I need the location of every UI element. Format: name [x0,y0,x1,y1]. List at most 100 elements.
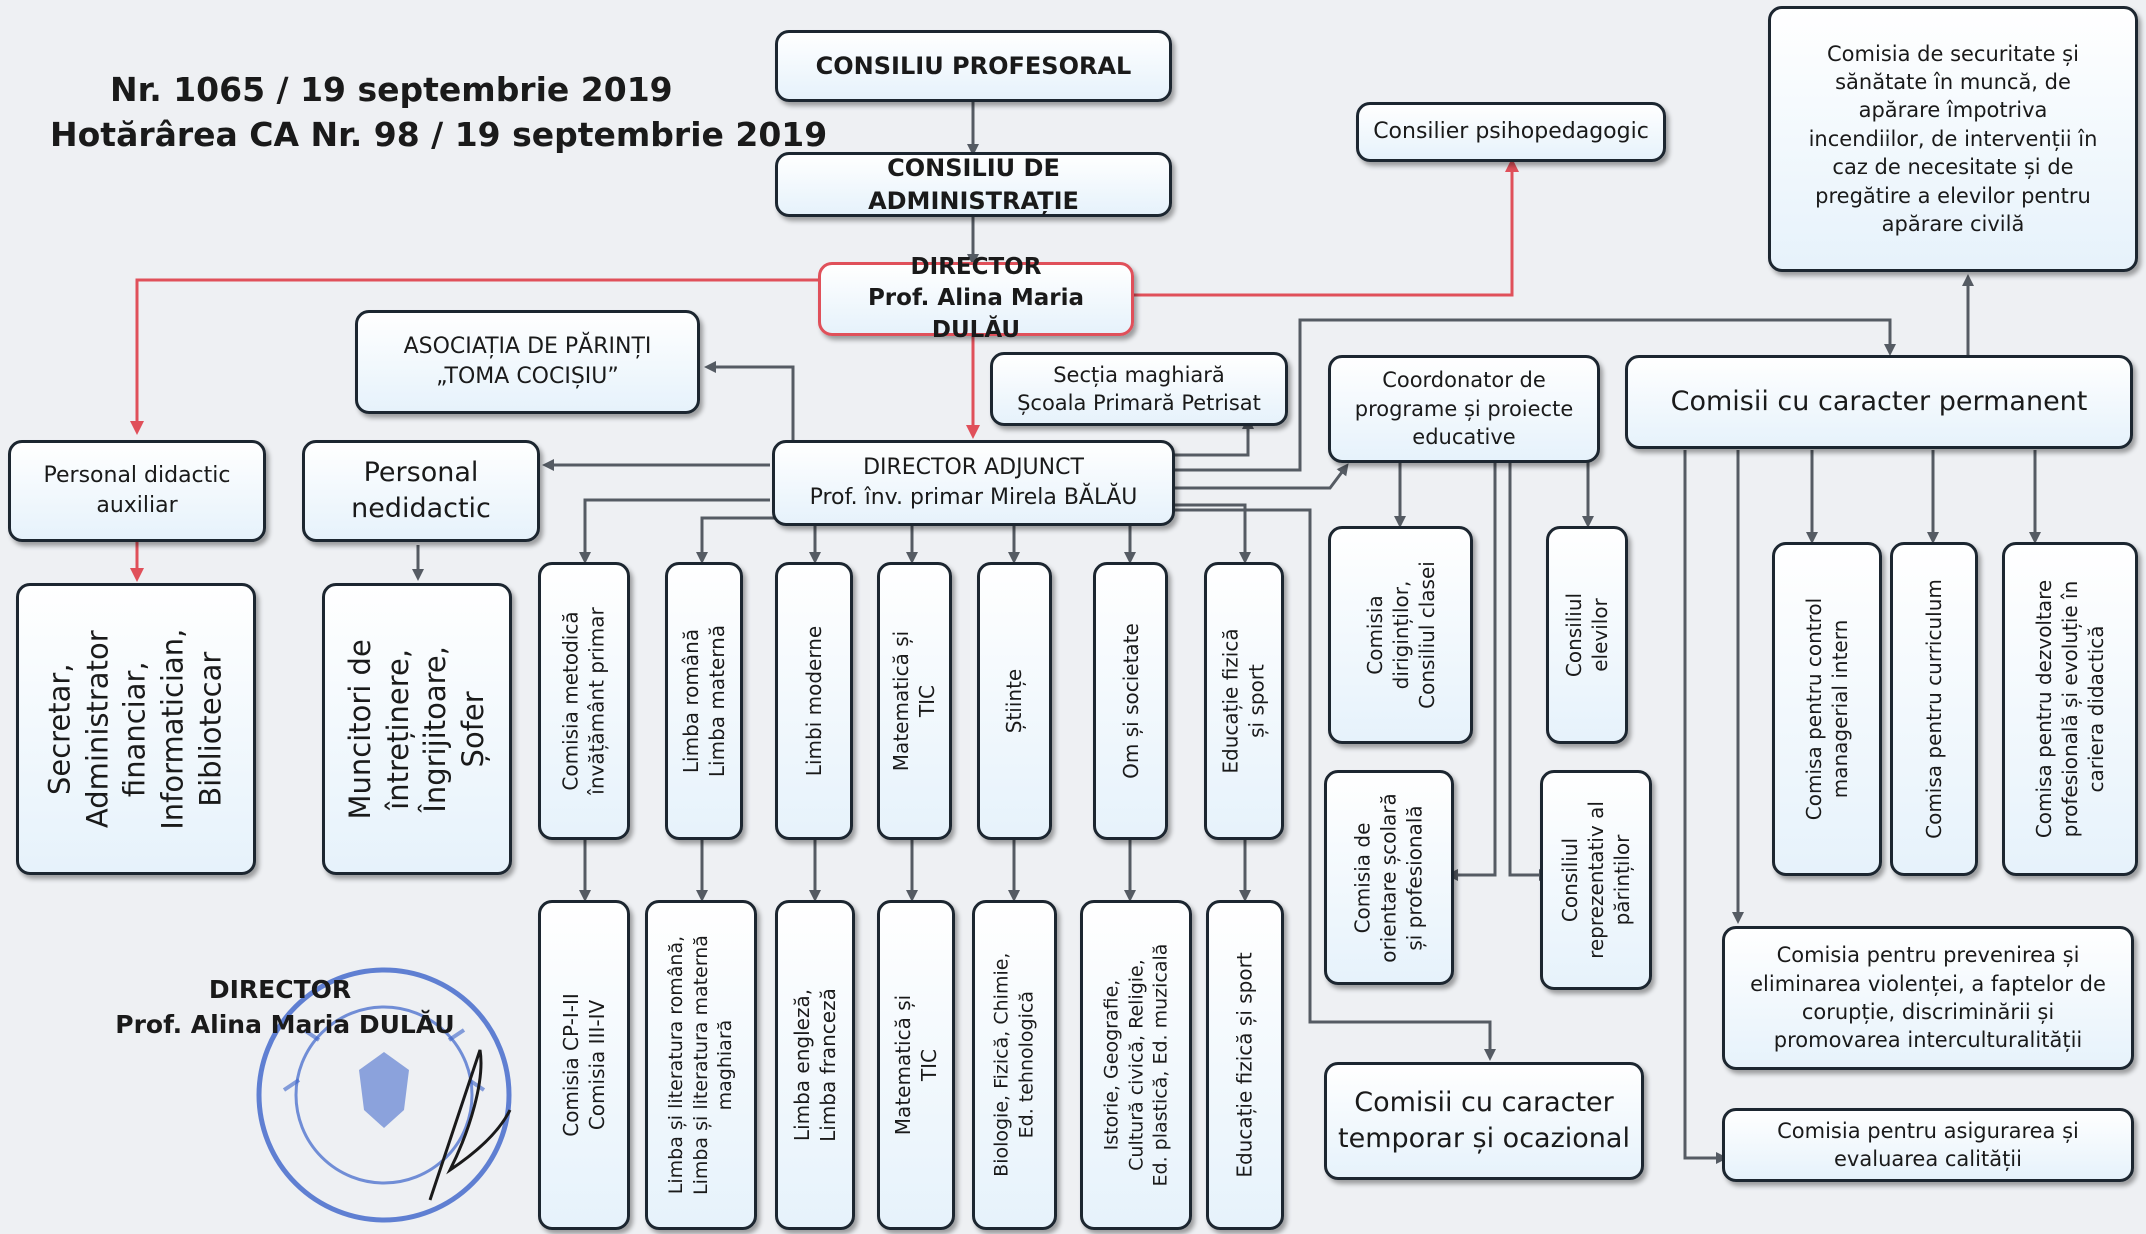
text-line: Comisia pentru asigurarea și [1777,1118,2079,1143]
consiliul-elevilor-box: Consiliul elevilor [1546,526,1628,744]
text-line: Administrator [80,630,115,828]
detail-box-om-societate: Istorie, Geografie, Cultură civică, Reli… [1080,900,1192,1230]
text-line: Coordonator de [1382,368,1546,393]
diriginti-label: Comisia diriginților, Consiliul clasei [1362,561,1440,709]
area-label: Om și societate [1118,623,1144,779]
text-line: Comisa pentru curriculum [1922,579,1947,839]
text-line: Ed. tehnologică [1015,991,1038,1139]
comisii-permanent-box: Comisii cu caracter permanent [1625,355,2133,449]
coordonator-box: Coordonator de programe și proiecte educ… [1328,355,1600,463]
text-line: Bibliotecar [193,651,228,807]
consiliu-administratie-label: CONSILIU DE ADMINISTRAȚIE [868,154,1079,215]
text-line: învățământ primar [585,607,610,795]
comisia-calitate-box: Comisia pentru asigurarea și evaluarea c… [1722,1108,2134,1182]
text-line: Limba și literatura română, [664,935,687,1195]
text-line: caz de necesitate și de [1832,155,2074,180]
comisa-dezvoltare-box: Comisa pentru dezvoltare profesională și… [2002,542,2138,876]
text-line: Șofer [455,690,490,768]
area-box-limbi-moderne: Limbi moderne [775,562,853,840]
sectia-maghiara-box: Secția maghiară Școala Primară Petrisat [990,352,1288,426]
text-line: reprezentativ al [1584,801,1609,959]
personal-didactic-auxiliar-box: Personal didactic auxiliar [8,440,266,542]
text-line: promovarea interculturalității [1773,1028,2083,1053]
text-line: Comisa pentru control [1802,597,1826,821]
document-number: Nr. 1065 / 19 septembrie 2019 [110,70,673,109]
connector [1173,463,1349,490]
text-line: „TOMA COCIȘIU” [436,364,619,389]
area-label: Științe [1002,669,1028,733]
comisia-diriginti-box: Comisia diriginților, Consiliul clasei [1328,526,1473,744]
signature-title: DIRECTOR [208,975,352,1004]
consiliu-profesoral-box: CONSILIU PROFESORAL [775,30,1172,102]
detail-label: Educație fizică și sport [1232,952,1258,1177]
detail-label: Comisia CP-I-II Comisia III-IV [558,993,610,1137]
director-adjunct-name: Prof. înv. primar Mirela BĂLĂU [809,485,1138,510]
detail-label: Istorie, Geografie, Cultură civică, Reli… [1099,944,1173,1187]
connector [704,361,795,442]
text-line: cariera didactică [2084,625,2109,793]
text-line: Informatician, [155,628,190,830]
text-line: Biologie, Fizică, Chimie, [990,952,1013,1178]
consiliu-administratie-box: CONSILIU DE ADMINISTRAȚIE [775,152,1172,217]
text-line: auxiliar [96,493,178,518]
text-line: Consiliul [1562,592,1587,678]
personal-nedidactic-box: Personal nedidactic [302,440,540,542]
text-line: Comisia pentru prevenirea și [1776,943,2080,968]
text-line: Limbi moderne [802,625,826,777]
text-line: Personal [363,456,479,488]
connector [1173,508,1496,1061]
connector [696,516,780,564]
text-line: Ed. plastică, Ed. muzicală [1149,943,1172,1187]
comisa-control-box: Comisa pentru control managerial intern [1772,542,1882,876]
area-label: Matematică și TIC [889,631,941,771]
text-line: elevilor [1588,598,1613,672]
nedidactic-roles: Muncitori de întreținere, Îngrijitoare, … [342,639,493,819]
director-adjunct-title: DIRECTOR ADJUNCT [863,455,1084,481]
official-stamp [256,967,512,1223]
text-line: și profesională [1403,804,1428,951]
area-box-stiinte: Științe [977,562,1052,840]
connector [1683,450,1728,1164]
area-box-metodica: Comisia metodică învățământ primar [538,562,630,840]
text-line: corupție, discriminării și [1801,1000,2055,1024]
nedidactic-roles-box: Muncitori de întreținere, Îngrijitoare, … [322,583,512,875]
text-line: Istorie, Geografie, [1099,979,1122,1151]
area-label: Limbi moderne [801,626,827,776]
comisii-permanent-label: Comisii cu caracter permanent [1670,385,2088,417]
text-line: evaluarea calității [1834,1147,2022,1171]
text-line: educative [1412,425,1516,450]
text-line: pregătire a elevilor pentru [1815,183,2091,208]
text-line: Secția maghiară [1053,362,1225,387]
text-line: și sport [1245,664,1270,738]
detail-label: Limba și literatura română, Limba și lit… [664,935,738,1195]
elevilor-label: Consiliul elevilor [1561,593,1613,677]
text-line: sănătate în muncă, de [1835,70,2071,95]
director-title: DIRECTOR [910,254,1042,281]
comisa-curriculum-box: Comisa pentru curriculum [1890,542,1978,876]
control-label: Comisa pentru control managerial intern [1801,598,1853,820]
detail-box-limba-romana: Limba și literatura română, Limba și lit… [645,900,757,1230]
connector-red [130,278,822,435]
connector-red [1133,158,1519,297]
text-line: Muncitori de [342,638,377,820]
text-line: TIC [915,684,940,718]
text-line: TIC [917,1048,942,1082]
consiliul-parinti-box: Consiliul reprezentativ al părinților [1540,770,1652,990]
text-line: părinților [1610,834,1635,926]
asociatia-parinti-box: ASOCIAȚIA DE PĂRINȚI „TOMA COCIȘIU” [355,310,700,414]
text-line: Secretar, [42,663,77,795]
auxiliar-roles-box: Secretar, Administrator financiar, Infor… [16,583,256,875]
text-line: maghiară [714,1019,737,1111]
connector [1173,417,1254,457]
area-label: Limba română Limba maternă [678,625,730,777]
area-box-om-societate: Om și societate [1093,562,1168,840]
area-box-limba-romana: Limba română Limba maternă [665,562,743,840]
text-line: Comisia III-IV [585,999,610,1131]
text-line: Îngrijitoare, [418,645,452,813]
orientare-label: Comisia de orientare școlară și profesio… [1350,793,1428,962]
text-line: eliminarea violenței, a faptelor de [1750,971,2106,996]
detail-box-metodica: Comisia CP-I-II Comisia III-IV [538,900,630,1230]
detail-box-educatie-fizica: Educație fizică și sport [1206,900,1284,1230]
detail-box-matematica: Matematică și TIC [877,900,955,1230]
text-line: programe și proiecte [1354,396,1574,421]
